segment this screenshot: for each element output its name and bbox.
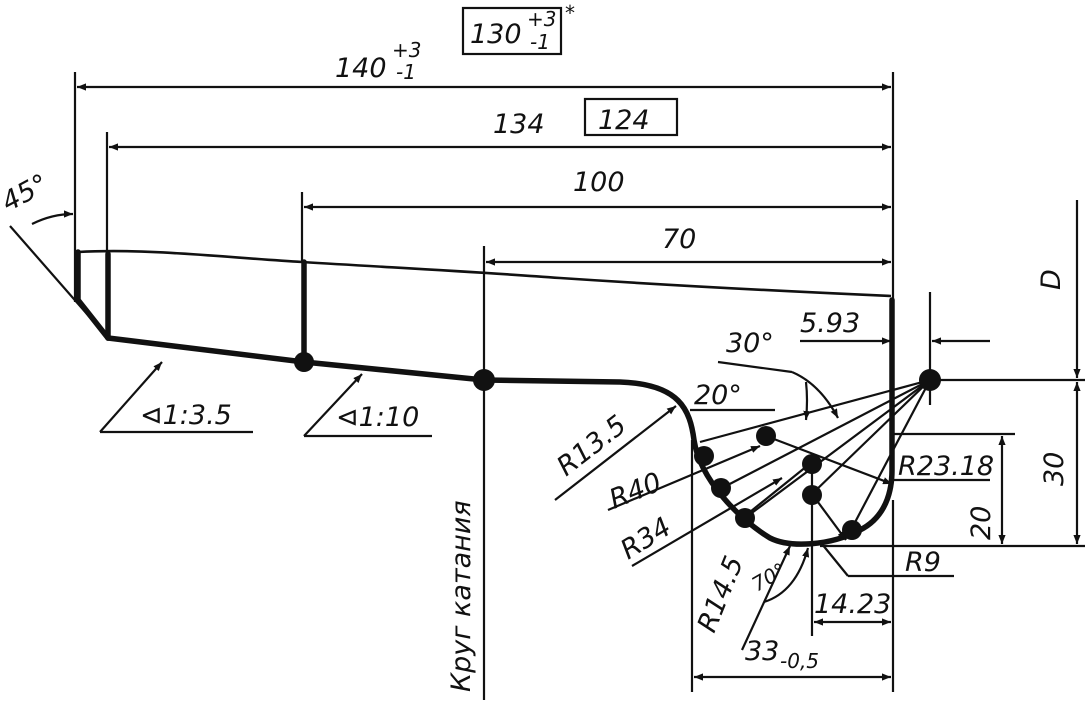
angle-20-label: 20° (694, 380, 742, 411)
dim-130-tol-upper: +3 (527, 7, 556, 31)
r-13-5-leader (554, 405, 677, 501)
r-14-5-leader (741, 545, 791, 651)
dim-140-value: 140 (335, 53, 387, 84)
ray-4 (811, 379, 931, 495)
r-23-18-label: R23.18 (898, 451, 994, 482)
dim-5-93-group: 5.93 (800, 292, 990, 405)
point-flange-3 (735, 508, 755, 528)
dim-5-93-value: 5.93 (800, 308, 860, 339)
dim-124-value: 124 (598, 105, 650, 136)
taper-1-leader (99, 361, 163, 433)
r-9-label: R9 (905, 547, 941, 578)
dim-140-group: 140 +3 -1 (73, 38, 895, 302)
angle-30-leader (717, 360, 793, 374)
dim-140-tol-upper: +3 (392, 38, 421, 62)
wheel-profile (75, 249, 895, 547)
rolling-circle-group: Круг катания (446, 246, 486, 700)
ray-9 (739, 461, 813, 521)
dim-130-star: * (565, 1, 575, 25)
r-9-group: R9 (821, 543, 954, 578)
point-r40-center (756, 426, 776, 446)
point-r23-center (802, 454, 822, 474)
dim-134-value: 134 (493, 109, 545, 140)
ray-1 (699, 378, 931, 444)
taper-2-label: ⊲1:10 (336, 402, 419, 433)
dim-100-group: 100 (300, 167, 891, 262)
dim-130-box (461, 6, 563, 56)
dim-14-23-value: 14.23 (814, 589, 891, 620)
dim-130-tol-lower: -1 (530, 30, 550, 54)
dim-33-tol: -0,5 (780, 649, 819, 673)
point-taper-junction (294, 352, 314, 372)
r-40-label: R40 (605, 467, 666, 516)
point-rolling-circle (473, 369, 495, 391)
dim-70-value: 70 (662, 224, 696, 255)
point-flange-2 (711, 478, 731, 498)
r-40-leader (607, 444, 761, 512)
point-r14-center (802, 485, 822, 505)
profile-points (294, 352, 941, 540)
dim-140-tol-lower: -1 (396, 60, 416, 84)
ray-3 (744, 379, 931, 519)
profile-tread (105, 297, 895, 547)
construction-lines (699, 378, 931, 546)
point-flange-bottom (842, 520, 862, 540)
dim-124-box (583, 97, 679, 137)
dim-100-value: 100 (573, 167, 625, 198)
taper-1-label: ⊲1:3.5 (140, 400, 232, 431)
ray-5 (851, 379, 931, 529)
angle-30-arc (791, 370, 839, 419)
angle-45-arc (31, 210, 74, 225)
dim-D-label: D (1036, 269, 1067, 290)
taper-2-leader (303, 373, 363, 437)
dim-14-23-group: 14.23 (810, 546, 891, 636)
dim-130-group: 130 +3 -1 * (461, 1, 575, 56)
rolling-circle-label: Круг катания (446, 500, 477, 692)
angle-70-arc (763, 547, 810, 604)
dim-33-value: 33 (745, 636, 779, 667)
angle-20-arc (803, 381, 811, 421)
r-14-5-label: R14.5 (692, 552, 750, 637)
ray-6 (765, 434, 893, 486)
angle-70-group: 70° (748, 547, 810, 604)
point-flange-tip (919, 369, 941, 391)
dim-134-group: 134 124 (105, 97, 891, 252)
r-34-leader (631, 477, 783, 567)
angle-45-label: 45° (0, 168, 54, 218)
taper-2-group: ⊲1:10 (303, 373, 432, 438)
profile-top-edge (77, 249, 892, 298)
r-9-leader-slant (821, 543, 849, 577)
profile-left-face (75, 249, 111, 341)
right-dims-group: D 30 20 (820, 200, 1085, 548)
dim-70-group: 70 (486, 224, 891, 266)
angle-30-label: 30° (726, 328, 774, 359)
point-flange-1 (694, 446, 714, 466)
angle-45-group: 45° (0, 168, 109, 339)
dim-130-value: 130 (470, 19, 522, 50)
dim-33-group: 33 -0,5 (690, 440, 895, 692)
dim-20-label: 20 (966, 506, 997, 540)
angles-group: 30° 20° (690, 328, 839, 421)
dim-30-label: 30 (1039, 452, 1070, 486)
taper-1-group: ⊲1:3.5 (99, 361, 253, 434)
ray-2 (721, 379, 931, 489)
r-23-18-group: R23.18 (893, 451, 994, 482)
